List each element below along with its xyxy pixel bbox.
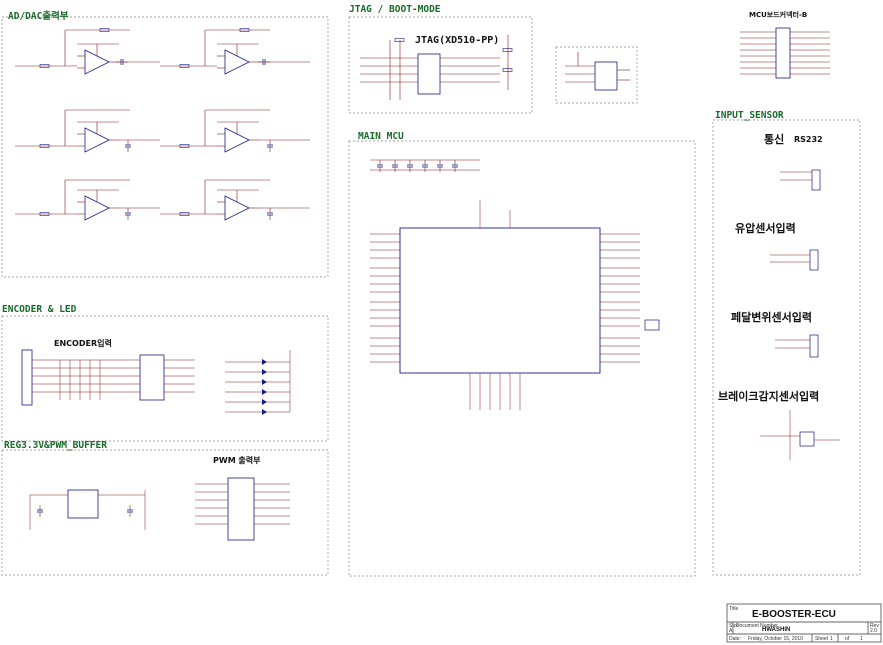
section-title-reg-pwm: REG3.3V&PWM_BUFFER	[4, 440, 107, 451]
title-block-doc-label: Document Number	[736, 623, 778, 629]
title-block-rev: 2.0	[870, 628, 877, 634]
ad-dac-circuits	[15, 28, 310, 221]
title-block-date-label: Date:	[729, 636, 741, 642]
title-block-doc: HWASHIN	[762, 627, 791, 633]
title-block	[726, 603, 882, 643]
jtag-circuit	[360, 35, 513, 100]
section-title-jtag: JTAG / BOOT-MODE	[349, 4, 441, 15]
section-title-encoder-led: ENCODER & LED	[2, 304, 77, 315]
pwm-out-label: PWM 출력부	[213, 456, 261, 465]
title-block-of-label: of	[845, 636, 850, 642]
brake-sensor-label: 브레이크감지센서입력	[718, 390, 820, 403]
encoder-in-label: ENCODER입력	[54, 339, 112, 348]
eeprom-circuit	[565, 52, 630, 91]
title-block-sheet-label: Sheet	[815, 636, 829, 642]
input-sensor-circuit	[760, 169, 840, 460]
main-mcu-circuit	[370, 159, 660, 410]
title-block-size-label: Size	[729, 623, 739, 629]
section-title-mcu-connector: MCU보드커넥터-B	[749, 11, 808, 19]
title-block-title: E-BOOSTER-ECU	[752, 609, 836, 620]
section-title-input-sensor: INPUT_SENSOR	[715, 110, 784, 121]
title-block-of: 1	[860, 636, 863, 642]
jtag-part-label: JTAG(XD510-PP)	[415, 35, 500, 46]
title-block-rev-label: Rev	[870, 623, 879, 629]
comm-label: 통신	[764, 133, 785, 146]
reg-pwm-circuit	[29, 477, 290, 541]
title-block-sheet: 1	[830, 636, 833, 642]
pedal-sensor-label: 페달변위센서입력	[731, 311, 812, 324]
encoder-led-circuit	[21, 349, 291, 415]
section-title-ad-dac: AD/DAC출력부	[8, 11, 69, 22]
rs232-label: RS232	[794, 135, 823, 144]
mcu-connector-b	[740, 27, 830, 79]
title-block-date: Friday, October 15, 2010	[748, 636, 803, 642]
pressure-sensor-label: 유압센서입력	[735, 222, 796, 235]
title-block-title-label: Title	[729, 606, 739, 612]
title-block-size: A	[729, 628, 733, 634]
section-title-main-mcu: MAIN MCU	[358, 131, 404, 142]
